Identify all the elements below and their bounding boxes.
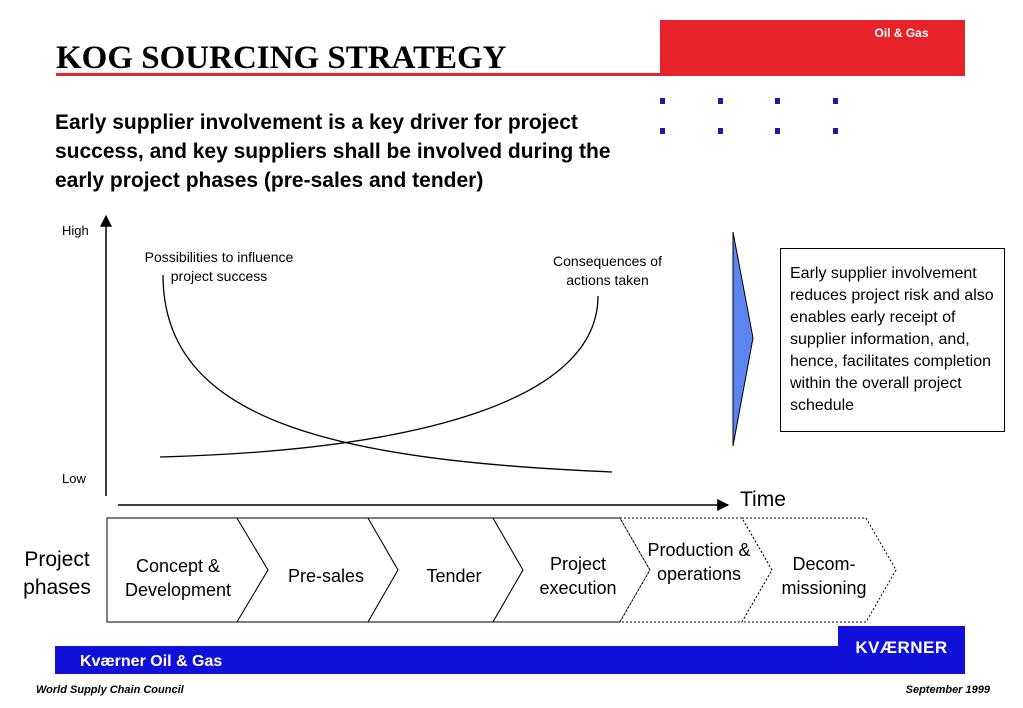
- footer-company: Kværner Oil & Gas: [80, 653, 223, 670]
- header-tab: [838, 20, 965, 48]
- influence-curve: [162, 274, 613, 473]
- phase-label: Pre-sales: [287, 566, 365, 586]
- phase-chevron-dotted: [741, 517, 897, 623]
- phases-label: Project phases: [23, 548, 91, 599]
- decor-dot: [833, 98, 838, 104]
- phase-label: Decom-missioning: [781, 554, 867, 598]
- company-logo: [838, 626, 965, 674]
- phase-label: Project execution: [539, 554, 617, 598]
- subtitle: Early supplier involvement is a key driv…: [55, 111, 611, 192]
- decor-dot: [775, 128, 780, 134]
- footer-left: World Supply Chain Council: [36, 684, 184, 696]
- consequence-curve-label: Consequences of actions taken: [553, 253, 662, 288]
- note-box: Early supplier involvement reduces proje…: [780, 248, 1005, 432]
- decor-dot: [718, 98, 723, 104]
- page-title: KOG SOURCING STRATEGY: [56, 40, 507, 76]
- phase-label: Concept & Development: [124, 556, 232, 600]
- banner-label: Oil & Gas: [874, 26, 929, 40]
- decor-dot: [660, 128, 665, 134]
- y-axis-high-label: High: [62, 223, 89, 238]
- decor-dot: [775, 98, 780, 104]
- blue-arrow-shape: [732, 231, 754, 447]
- y-axis-low-label: Low: [62, 471, 86, 486]
- decor-dot: [660, 98, 665, 104]
- phase-label: Tender: [426, 566, 482, 586]
- title-underline: [56, 73, 660, 76]
- consequence-curve: [159, 295, 599, 458]
- decor-dot: [718, 128, 723, 134]
- phase-label: Production & operations: [647, 540, 751, 584]
- decor-dot: [833, 128, 838, 134]
- footer-right: September 1999: [905, 684, 990, 696]
- logo-text: KVÆRNER: [855, 638, 948, 657]
- x-axis-label: Time: [740, 488, 786, 511]
- influence-curve-label: Possibilities to influence project succe…: [144, 249, 294, 284]
- footer-bar: [55, 646, 965, 674]
